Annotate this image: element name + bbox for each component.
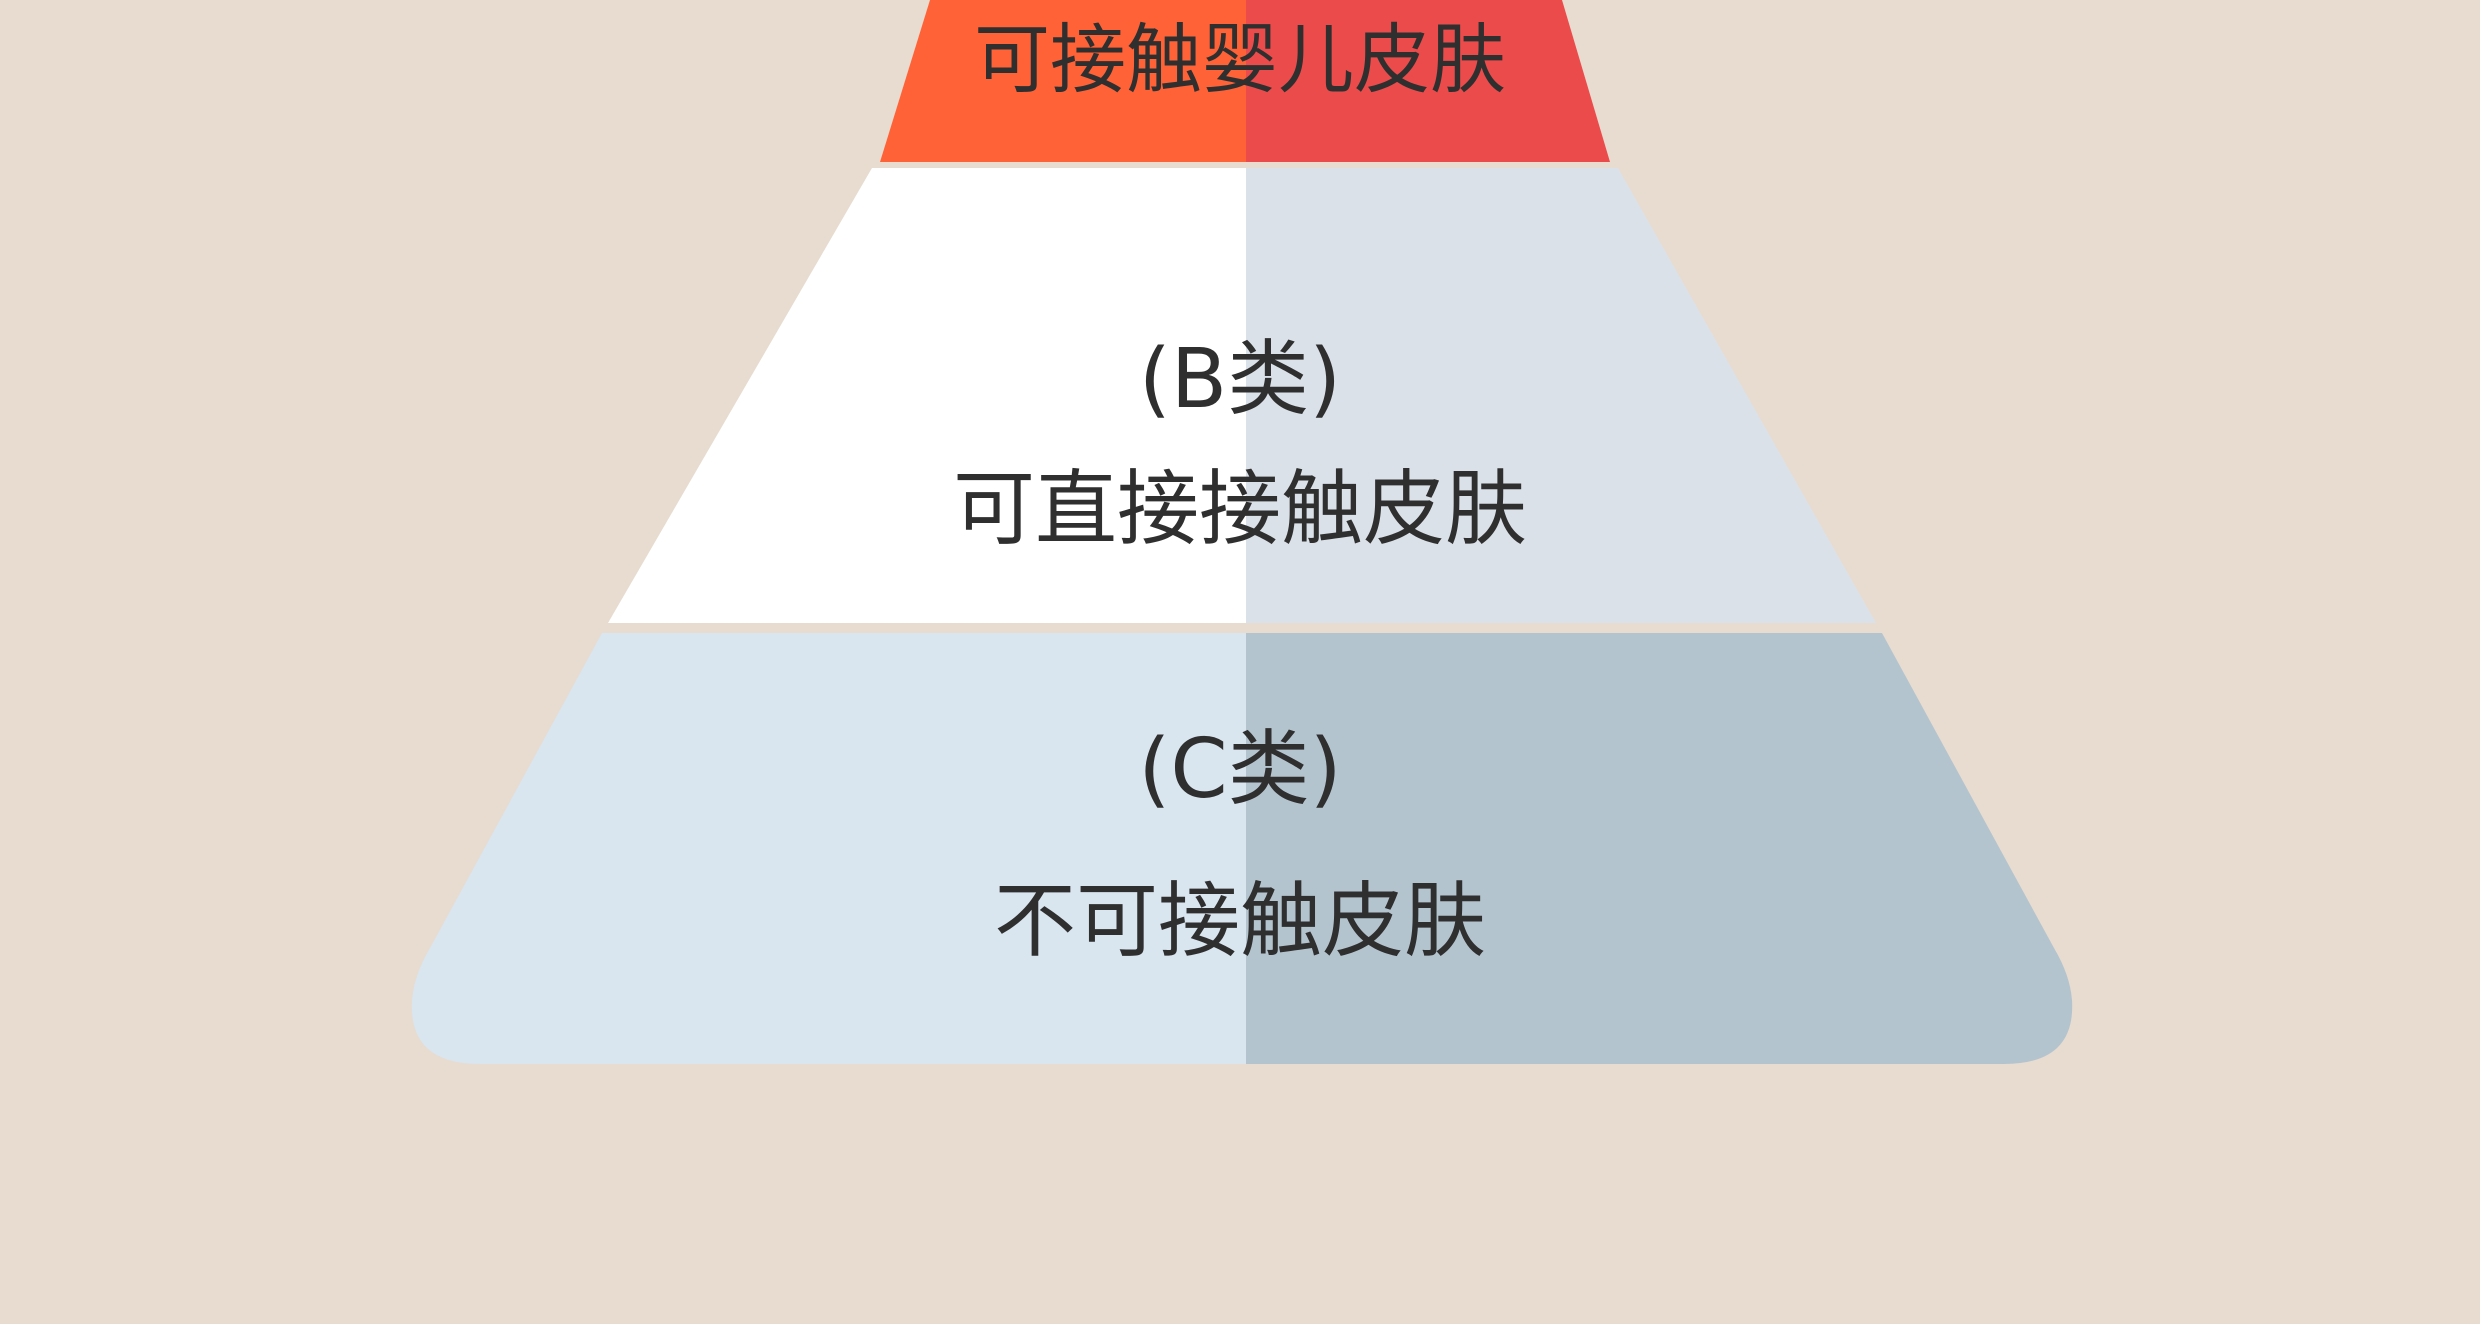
tier-c-description: 不可接触皮肤: [993, 874, 1486, 970]
tier-b-label: (B类) 可直接接触皮肤: [0, 332, 2480, 558]
tier-b-right-half: [1246, 168, 1876, 623]
tier-a-left-half: [880, 0, 1246, 162]
tier-b-category: (B类): [1138, 332, 1342, 427]
tier-b-description: 可直接接触皮肤: [952, 462, 1527, 558]
tier-c-right-half: [1246, 633, 2073, 1064]
tier-c-label: (C类) 不可接触皮肤: [0, 722, 2480, 970]
tier-c-category: (C类): [1138, 722, 1342, 817]
tier-a-description: 可接触婴儿皮肤: [974, 15, 1506, 104]
tier-c-left-half: [411, 633, 1246, 1064]
tier-b-left-half: [608, 168, 1246, 623]
tier-a-label: 可接触婴儿皮肤: [0, 18, 2480, 102]
tier-a-right-half: [1246, 0, 1610, 162]
